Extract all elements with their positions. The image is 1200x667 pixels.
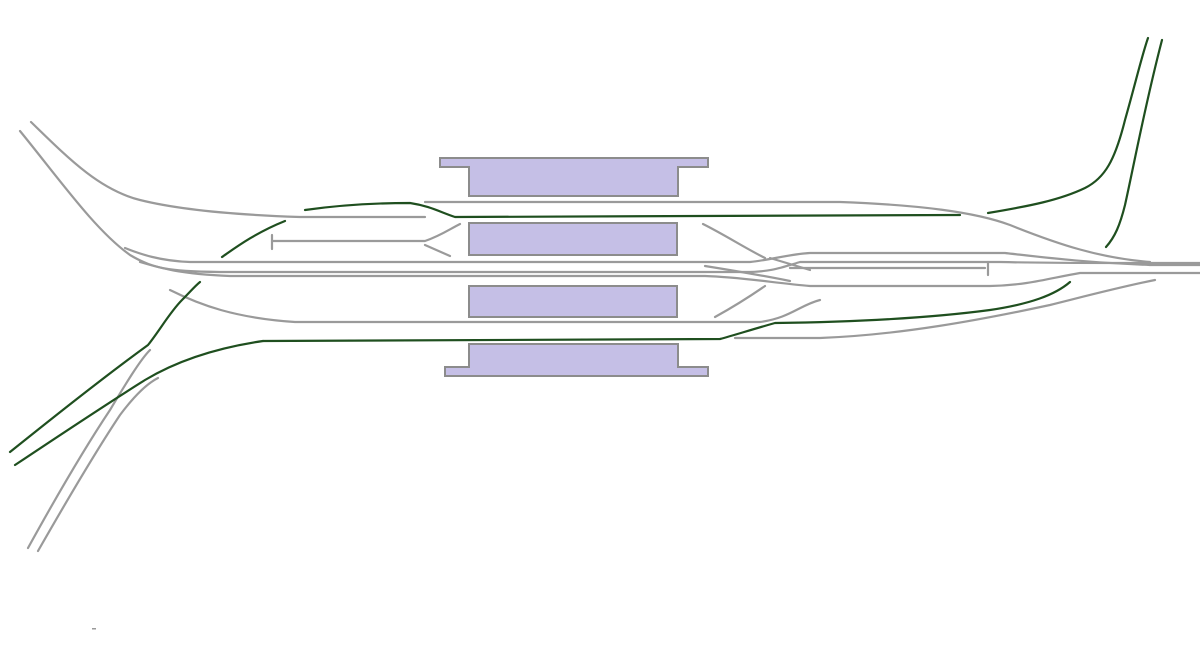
green-tracks [8, 36, 1164, 467]
grey-track-platform-1 [423, 200, 1152, 264]
platform-1-outer-north [439, 157, 709, 197]
green-track-west-curve [220, 219, 287, 259]
green-track-southwest-2 [13, 339, 265, 467]
platforms [439, 157, 709, 377]
green-track-south-running [261, 280, 1072, 343]
green-track-southwest-1 [8, 280, 202, 454]
grey-track-north-approach [29, 120, 427, 219]
grey-track-southwest-branch-2 [36, 376, 160, 553]
green-track-northeast-2 [1104, 38, 1164, 249]
grey-track-southwest-branch-1 [26, 348, 152, 550]
grey-track-west-approach [123, 246, 1152, 267]
green-track-northeast-1 [986, 36, 1150, 215]
platform-3-island [468, 285, 678, 318]
grey-track-crossover-4 [768, 256, 812, 272]
grey-track-main-through-up [18, 129, 1200, 274]
small-mark [92, 628, 96, 630]
green-track-north-running [303, 201, 962, 219]
grey-tracks [18, 120, 1200, 553]
platform-2-island [468, 222, 678, 256]
grey-track-siding-west-spur [423, 243, 452, 258]
grey-track-crossover-3 [713, 284, 767, 319]
grey-track-crossover-1 [701, 222, 767, 260]
grey-track-main-through-down [138, 260, 1200, 288]
grey-track-crossover-2 [703, 264, 792, 283]
grey-track-southeast-exit [733, 278, 1157, 340]
grey-track-platform-4 [168, 288, 822, 324]
grey-track-siding-west [270, 222, 462, 243]
platform-4-outer-south [444, 343, 709, 377]
